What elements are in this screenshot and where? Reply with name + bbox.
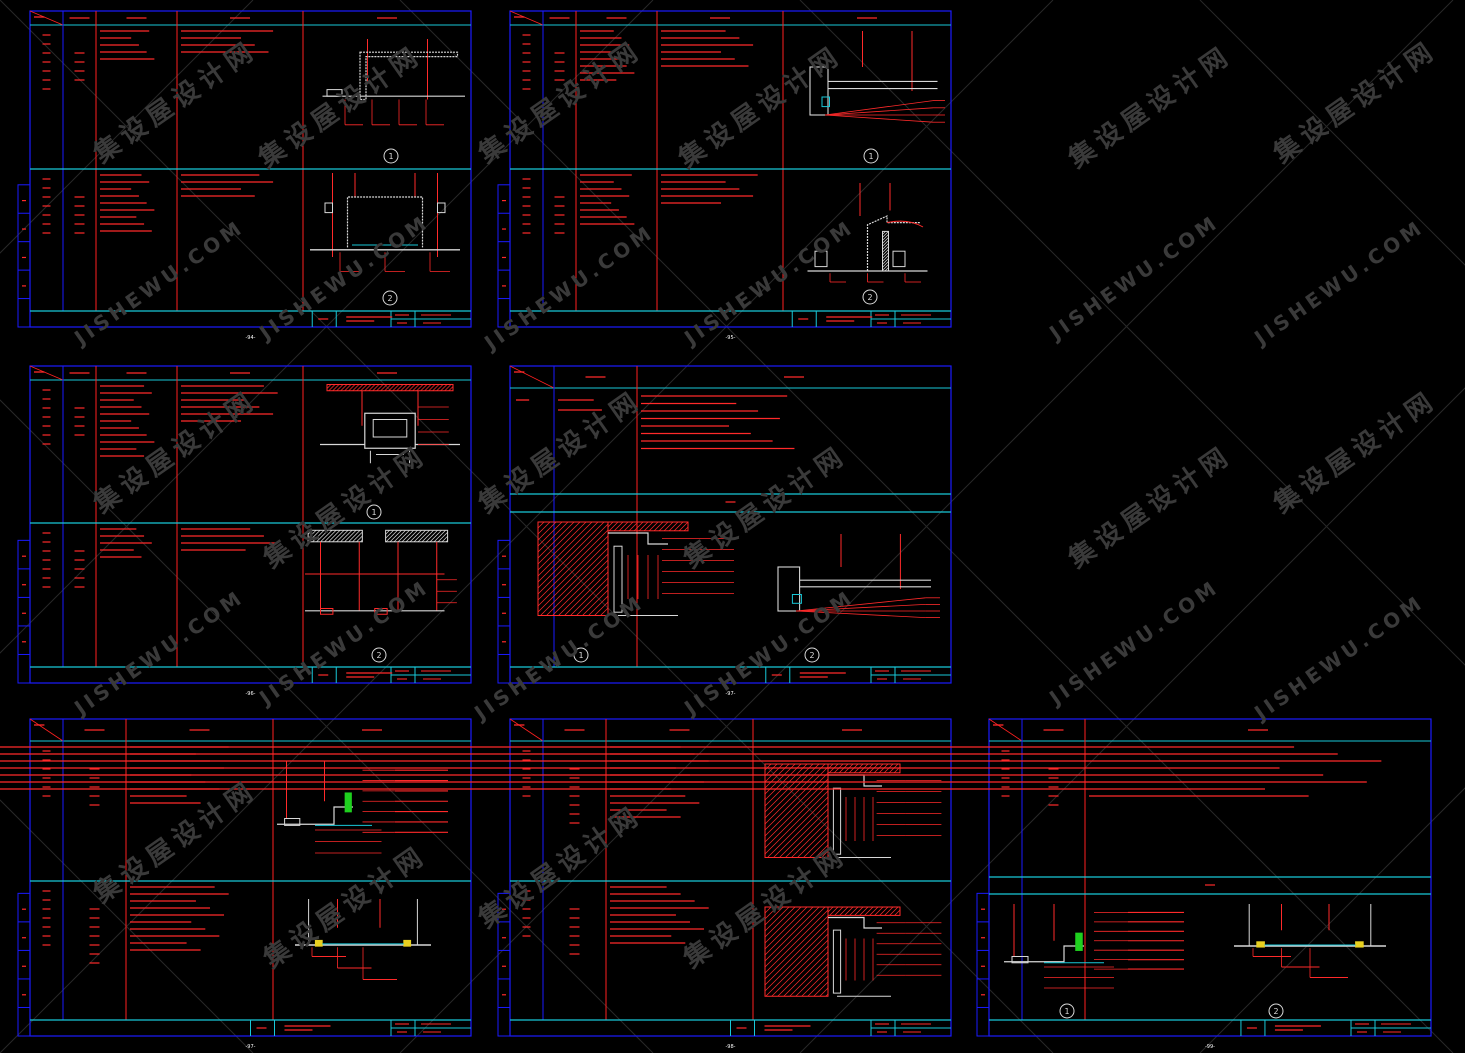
sheet-3: -96- 1 2 <box>17 365 472 697</box>
sheet-border <box>509 365 952 684</box>
page-number: -99- <box>1205 1044 1215 1050</box>
detail-concrete-wall-1 <box>764 763 942 858</box>
detail-mark-2 <box>382 290 398 306</box>
detail-mark-1 <box>383 148 399 164</box>
detail-mark-2-label: 2 <box>867 293 872 302</box>
sheet-1: -94- 1 2 <box>17 10 472 341</box>
detail-mark-1 <box>863 148 879 164</box>
page-number: -95- <box>726 335 736 341</box>
side-strip <box>17 892 31 1037</box>
side-strip <box>976 892 990 1037</box>
detail-mark-1 <box>366 504 382 520</box>
detail-mark-1-label: 1 <box>371 508 376 517</box>
title-block <box>510 1019 951 1036</box>
detail-mark-1-label: 1 <box>868 152 873 161</box>
sheet-border <box>29 365 472 684</box>
detail-mark-2-label: 2 <box>387 294 392 303</box>
detail-2-strip-section <box>1234 904 1386 979</box>
detail-yellow-strip <box>295 899 431 981</box>
sheet-border <box>29 718 472 1037</box>
detail-mark-2 <box>804 647 820 663</box>
side-strip <box>497 892 511 1037</box>
detail-mark-2 <box>1268 1003 1284 1019</box>
title-block <box>989 1019 1431 1036</box>
sheet-5: -97- <box>17 718 472 1050</box>
detail-mark-1-label: 1 <box>388 152 393 161</box>
sheet-4: -97- 1 2 <box>497 365 952 697</box>
detail-1-concrete-section <box>537 521 734 616</box>
detail-2-ceiling-grid <box>305 529 457 615</box>
detail-green-trim <box>277 761 448 854</box>
detail-mark-2 <box>862 289 878 305</box>
detail-2-stepped-ceiling <box>807 183 928 283</box>
detail-1-ceiling-section <box>322 39 465 126</box>
detail-mark-1-label: 1 <box>578 651 583 660</box>
sheet-2: -95- 1 2 <box>497 10 952 341</box>
page-number: -98- <box>726 1044 736 1050</box>
detail-2-wall-section <box>777 534 940 618</box>
sheet-7: -99- 1 2 <box>0 718 1432 1050</box>
title-block <box>30 310 471 327</box>
side-strip <box>17 184 31 328</box>
page-number: -94- <box>246 335 256 341</box>
detail-mark-1-label: 1 <box>1064 1007 1069 1016</box>
page-number: -97- <box>246 1044 256 1050</box>
detail-1-air-vent <box>320 384 460 464</box>
detail-mark-2-label: 2 <box>376 651 381 660</box>
detail-1-wall-junction <box>809 31 945 123</box>
sheet-6: -98- <box>497 718 952 1050</box>
detail-1-trim-section <box>1004 904 1184 989</box>
section-profile <box>322 51 465 101</box>
title-block <box>510 666 951 683</box>
title-block <box>510 310 951 327</box>
detail-mark-2-label: 2 <box>1273 1007 1278 1016</box>
detail-mark-2 <box>371 647 387 663</box>
side-strip <box>497 539 511 684</box>
detail-mark-2-label: 2 <box>809 651 814 660</box>
title-block <box>30 1019 471 1036</box>
detail-mark-1 <box>1059 1003 1075 1019</box>
detail-2-curtain-box <box>310 173 460 272</box>
detail-mark-1 <box>573 647 589 663</box>
side-strip <box>17 539 31 684</box>
page-number: -96- <box>246 691 256 697</box>
detail-concrete-wall-2 <box>764 906 942 997</box>
page-number: -97- <box>726 691 736 697</box>
title-block <box>30 666 471 683</box>
side-strip <box>497 184 511 328</box>
